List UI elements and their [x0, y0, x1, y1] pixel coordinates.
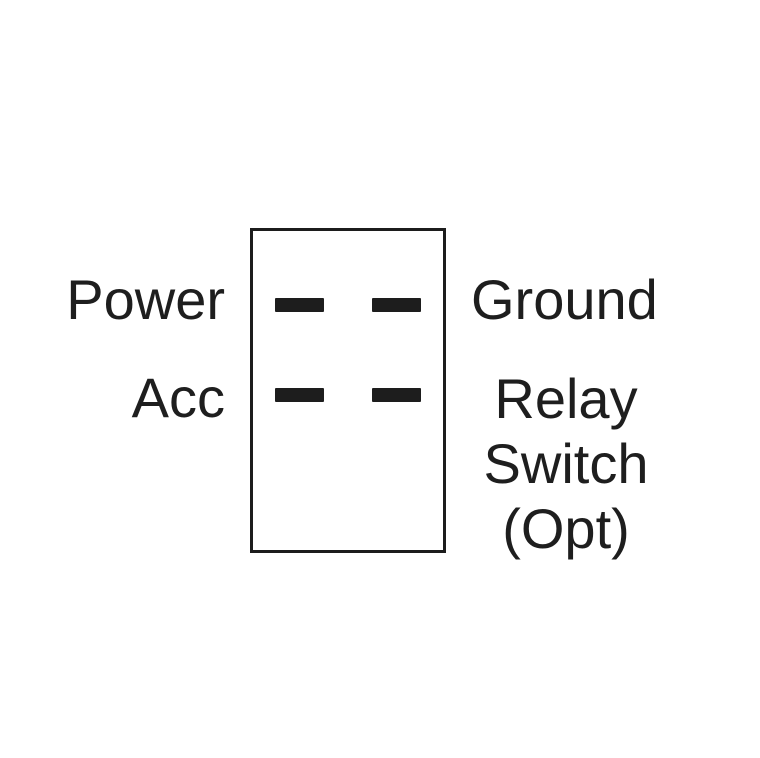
label-relay-line-1: Relay: [494, 367, 638, 430]
label-relay-line-2: Switch: [483, 432, 649, 495]
label-acc: Acc: [131, 366, 225, 429]
label-power: Power: [66, 268, 225, 331]
label-relay-line-3: (Opt): [502, 497, 630, 560]
label-relay-switch-opt: Relay Switch (Opt): [456, 366, 676, 561]
terminal-acc-pin: [275, 388, 324, 402]
label-ground: Ground: [471, 268, 658, 331]
terminal-power-pin: [275, 298, 324, 312]
terminal-relay-switch-pin: [372, 388, 421, 402]
switch-body-outline: [250, 228, 446, 553]
terminal-ground-pin: [372, 298, 421, 312]
